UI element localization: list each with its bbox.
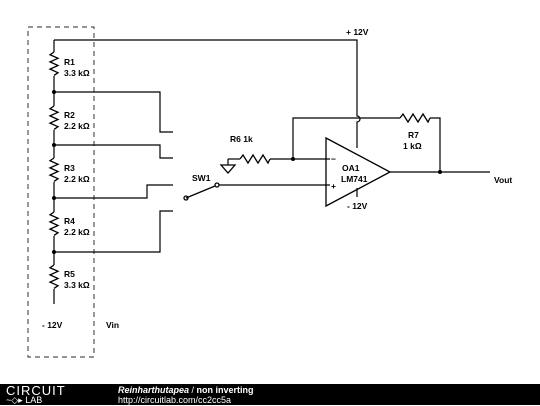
junction-dot [52,250,56,254]
junction-dot [52,196,56,200]
junction-dot [52,90,56,94]
r5-value-label: 3.3 kΩ [64,280,90,290]
circuit-title: non inverting [196,385,254,395]
opamp-vplus-wire [356,47,361,148]
resistor-r6 [239,153,271,165]
r2-ref-label: R2 [64,110,75,120]
resistor-r1 [48,51,60,76]
logo-text-bottom: ~◇▸ LAB [6,395,42,406]
r3-ref-label: R3 [64,163,75,173]
feedback-wire-left [292,117,400,159]
resistor-r3 [48,157,60,182]
tap-wire-1 [54,91,173,133]
switch-common-contact [183,195,189,201]
tap-wire-4 [54,210,173,253]
logo-circuit-glyph-icon: ~◇▸ [6,395,23,405]
r2-value-label: 2.2 kΩ [64,121,90,131]
opamp-minus-sign: − [331,154,336,164]
resistor-r2 [48,105,60,130]
opamp-oa1 [325,136,392,208]
switch-label: SW1 [192,173,211,183]
footer-bar: CIRCUIT ~◇▸ LAB Reinharthutapea / non in… [0,383,540,406]
title-separator: / [189,385,197,395]
resistor-r5 [48,264,60,289]
r3-value-label: 2.2 kΩ [64,174,90,184]
r4-value-label: 2.2 kΩ [64,227,90,237]
author-name[interactable]: Reinharthutapea [118,385,190,395]
opamp-part-label: LM741 [341,174,368,184]
footer-meta: Reinharthutapea / non inverting http://c… [118,385,254,405]
r4-ref-label: R4 [64,216,75,226]
feedback-wire-right [430,117,441,172]
circuitlab-logo: CIRCUIT ~◇▸ LAB [4,383,104,406]
supply-negative-left-label: - 12V [42,320,63,330]
r6-label: R6 1k [230,134,253,144]
r7-value-label: 1 kΩ [403,141,422,151]
junction-dot [52,143,56,147]
circuit-url[interactable]: http://circuitlab.com/cc2cc5a [118,395,232,405]
vout-label: Vout [494,175,512,185]
supply-rail-wire [54,39,358,47]
switch-blade [185,185,216,199]
logo-text-top: CIRCUIT [6,383,66,398]
supply-positive-label: + 12V [346,27,369,37]
r1-value-label: 3.3 kΩ [64,68,90,78]
tap-wire-2 [54,144,173,159]
resistor-r4 [48,211,60,236]
r7-ref-label: R7 [408,130,419,140]
junction-dot [438,170,442,174]
r5-ref-label: R5 [64,269,75,279]
switch-output-contact [214,182,220,188]
opamp-ref-label: OA1 [342,163,360,173]
r1-ref-label: R1 [64,57,75,67]
tap-wire-3 [54,184,173,199]
resistor-r7 [399,112,431,124]
logo-lab-text: LAB [25,395,43,405]
vin-label: Vin [106,320,119,330]
ground-symbol [219,164,237,174]
supply-negative-opamp-label: - 12V [347,201,368,211]
footer-title-line: Reinharthutapea / non inverting [118,385,254,395]
opamp-plus-sign: + [331,181,336,191]
circuit-schematic: + 12V R1 3.3 kΩ R2 2.2 kΩ R3 2.2 kΩ R4 2… [27,26,512,358]
